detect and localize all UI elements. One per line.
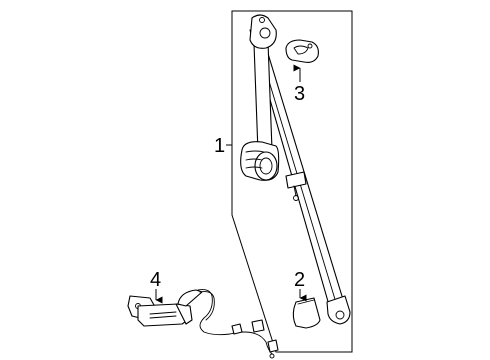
svg-text:3: 3	[294, 83, 305, 105]
seat-belt-assembly	[240, 14, 351, 325]
retractor	[240, 141, 280, 181]
svg-text:1: 1	[214, 135, 225, 157]
assembly-boundary	[231, 10, 353, 353]
cover-part	[292, 297, 321, 329]
callout-2: 2	[294, 269, 307, 302]
upper-anchor-hole	[259, 27, 271, 39]
svg-text:2: 2	[294, 269, 305, 291]
buckle-part	[127, 289, 279, 359]
callout-3: 3	[293, 64, 305, 105]
upper-anchor	[249, 14, 277, 49]
callout-4: 4	[150, 269, 163, 304]
svg-text:4: 4	[150, 269, 161, 291]
upper-anchor-bolt	[259, 17, 265, 23]
webbing-guide-ring	[285, 171, 307, 201]
guide-part	[285, 39, 319, 63]
lower-anchor	[326, 295, 351, 325]
callout-1: 1	[214, 135, 232, 157]
